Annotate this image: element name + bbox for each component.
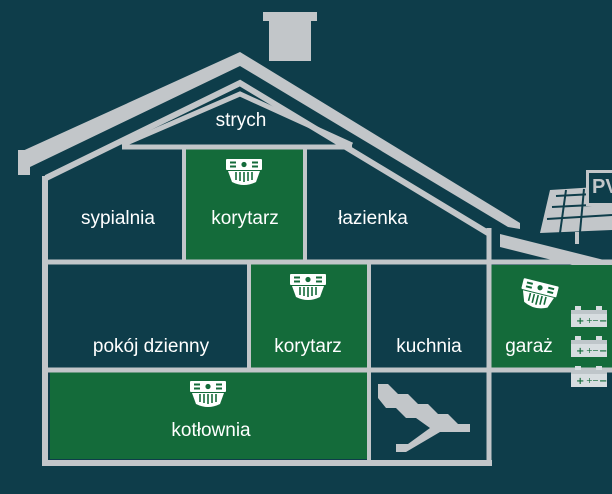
battery-icon: + + − − (571, 336, 607, 357)
smoke-detector-icon (290, 274, 326, 300)
room-label-boiler-room: kotłownia (171, 420, 251, 441)
room-label-living-room: pokój dzienny (92, 336, 210, 357)
stairs-icon (378, 384, 470, 452)
svg-text:−: − (592, 376, 599, 385)
room-label-corridor-mid: korytarz (274, 336, 342, 357)
smoke-detector-icon (226, 159, 262, 185)
inner-roof-line (44, 79, 490, 236)
svg-text:+: + (576, 376, 584, 387)
chimney-icon (263, 12, 317, 61)
svg-text:−: − (599, 376, 607, 387)
attic-line (121, 91, 354, 148)
roof-eave-left (18, 150, 30, 175)
solar-panel-icon (540, 170, 612, 244)
room-label-corridor-top: korytarz (211, 208, 279, 229)
svg-text:−: − (599, 346, 607, 357)
room-label-bedroom: sypialnia (81, 208, 155, 229)
svg-text:−: − (592, 316, 599, 325)
svg-text:+: + (586, 346, 593, 355)
garage-roof (500, 234, 612, 275)
room-label-attic: strych (215, 110, 267, 131)
svg-text:−: − (592, 346, 599, 355)
battery-icon: + + − − (571, 306, 607, 327)
smoke-detector-icon (521, 278, 559, 309)
svg-text:−: − (599, 316, 607, 327)
room-label-garage: garaż (505, 336, 553, 357)
pv-label: PV (592, 176, 612, 198)
room-label-kitchen: kuchnia (396, 336, 462, 357)
svg-text:+: + (576, 316, 584, 327)
battery-icon: + + − − (571, 366, 607, 387)
room-label-bathroom: łazienka (338, 208, 408, 229)
svg-text:+: + (586, 316, 593, 325)
smoke-detector-icon (190, 381, 226, 407)
roof (18, 52, 520, 229)
svg-text:+: + (586, 376, 593, 385)
walls (42, 144, 612, 466)
svg-text:+: + (576, 346, 584, 357)
